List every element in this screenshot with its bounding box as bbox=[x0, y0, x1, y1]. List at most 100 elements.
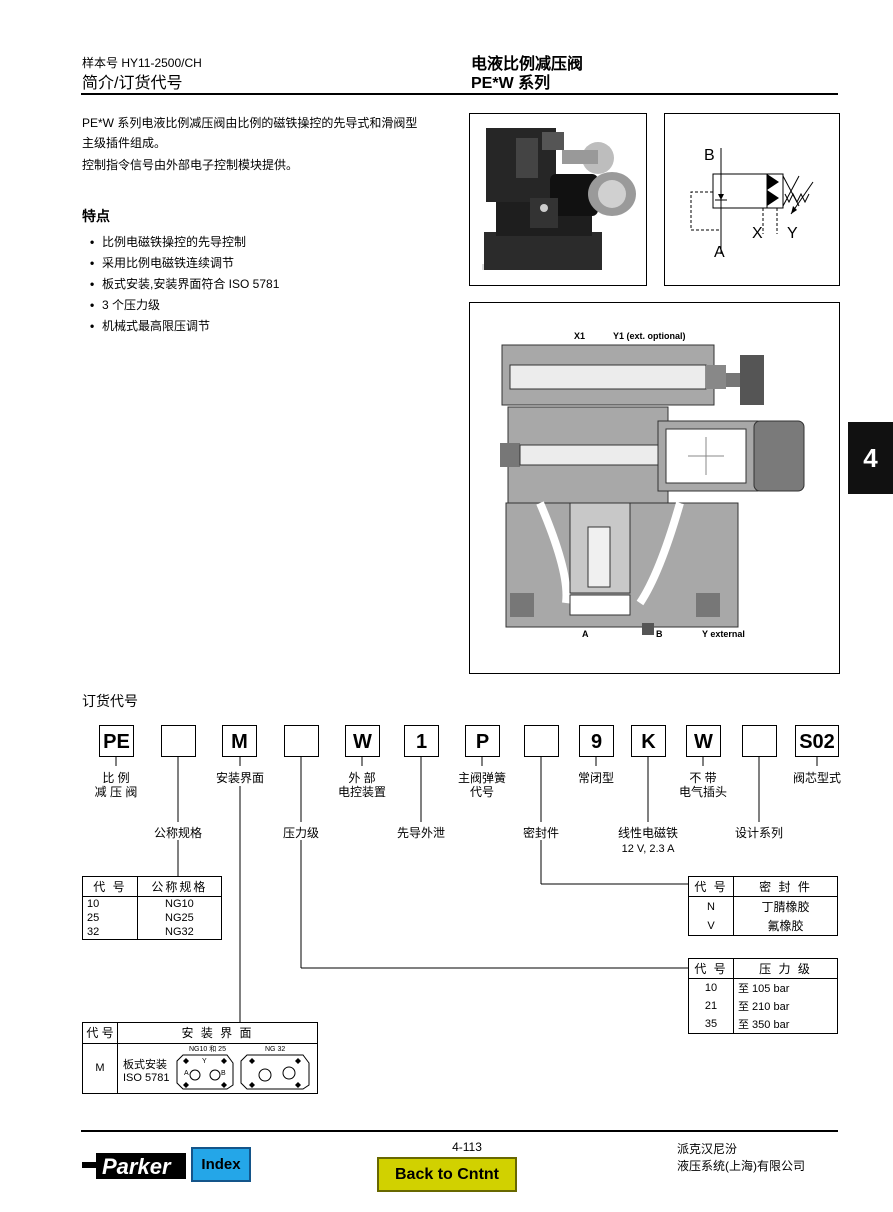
intro-line-2: 主级插件组成。 bbox=[82, 136, 167, 150]
table-pressure-header-code: 代 号 bbox=[688, 958, 734, 979]
label-w2: 不 带 电气插头 bbox=[678, 771, 727, 799]
back-to-contents-button[interactable]: Back to Cntnt bbox=[377, 1157, 517, 1192]
company-line-1: 派克汉尼汾 bbox=[677, 1142, 738, 1156]
label-size: 公称规格 bbox=[153, 826, 202, 840]
mount-desc-line-1: 板式安装 bbox=[123, 1059, 167, 1071]
index-button[interactable]: Index bbox=[191, 1147, 251, 1182]
code-box-w2: W bbox=[686, 725, 721, 757]
mount-port-a: A bbox=[184, 1070, 189, 1077]
code-box-w: W bbox=[345, 725, 380, 757]
product-title: 电液比例减压阀 bbox=[471, 56, 584, 73]
valve-photo-image bbox=[482, 128, 636, 270]
table-cell: 丁腈橡胶 bbox=[733, 896, 838, 916]
label-design: 设计系列 bbox=[734, 826, 783, 840]
section-title: 简介/订货代号 bbox=[82, 75, 183, 92]
table-mount-header-code: 代 号 bbox=[83, 1023, 118, 1044]
table-row: 10 bbox=[688, 978, 734, 997]
code-box-1: 1 bbox=[404, 725, 439, 757]
table-row: 25 bbox=[82, 911, 138, 925]
hydraulic-symbol: B A X Y bbox=[664, 113, 840, 286]
symbol-label-b: B bbox=[704, 147, 715, 164]
feature-item: 3 个压力级 bbox=[90, 295, 450, 316]
header-rule bbox=[81, 93, 838, 95]
label-w: 外 部 电控装置 bbox=[337, 771, 386, 799]
parker-logo-text: Parker bbox=[102, 1154, 172, 1179]
code-box-m: M bbox=[222, 725, 257, 757]
label-pe: 比 例 减 压 阀 bbox=[94, 771, 138, 799]
table-size-header-size: 公称规格 bbox=[136, 876, 223, 897]
hydraulic-symbol-drawing: B A X Y bbox=[690, 147, 814, 261]
valve-photo bbox=[469, 113, 647, 286]
company-line-2: 液压系统(上海)有限公司 bbox=[677, 1159, 805, 1173]
section-label-y1: Y1 (ext. optional) bbox=[613, 331, 686, 341]
table-cell: 氟橡胶 bbox=[733, 916, 838, 936]
series-title: PE*W 系列 bbox=[471, 75, 551, 92]
label-drain: 先导外泄 bbox=[396, 826, 445, 840]
sectional-drawing: X1 Y1 (ext. optional) X Y A B Y external bbox=[469, 302, 840, 674]
feature-item: 比例电磁铁操控的先导控制 bbox=[90, 232, 450, 253]
section-label-a: A bbox=[582, 629, 589, 639]
sample-number: 样本号 HY11-2500/CH bbox=[82, 56, 202, 70]
table-cell: NG32 bbox=[136, 925, 223, 940]
symbol-label-y: Y bbox=[787, 225, 798, 242]
code-box-pressure bbox=[284, 725, 319, 757]
table-row: N bbox=[688, 896, 734, 916]
intro-line-1: PE*W 系列电液比例减压阀由比例的磁铁操控的先导式和滑阀型 bbox=[82, 116, 418, 130]
ordering-title: 订货代号 bbox=[82, 693, 138, 709]
table-mount-desc: 板式安装 ISO 5781 bbox=[123, 1059, 169, 1085]
table-row: 10 bbox=[82, 896, 138, 911]
code-box-s02: S02 bbox=[795, 725, 839, 757]
table-cell: 至 210 bar bbox=[733, 997, 838, 1015]
table-seal-header-code: 代 号 bbox=[688, 876, 734, 897]
symbol-label-x: X bbox=[752, 225, 763, 242]
intro-line-3: 控制指令信号由外部电子控制模块提供。 bbox=[82, 158, 299, 172]
table-cell: NG10 bbox=[136, 896, 223, 911]
table-seal-header-seal: 密 封 件 bbox=[733, 876, 838, 897]
table-cell: 至 105 bar bbox=[733, 978, 838, 997]
section-label-b: B bbox=[656, 629, 663, 639]
mount-port-y: Y bbox=[202, 1058, 207, 1065]
table-cell: 至 350 bar bbox=[733, 1015, 838, 1034]
code-box-p: P bbox=[465, 725, 500, 757]
section-label-x1: X1 bbox=[574, 331, 585, 341]
table-row: 35 bbox=[688, 1015, 734, 1034]
intro-text: PE*W 系列电液比例减压阀由比例的磁铁操控的先导式和滑阀型 主级插件组成。 控… bbox=[82, 111, 462, 177]
sectional-drawing-image: X1 Y1 (ext. optional) X Y A B Y external bbox=[500, 331, 805, 639]
label-9: 常闭型 bbox=[577, 771, 614, 785]
parker-logo-image: Parker bbox=[82, 1153, 186, 1179]
feature-item: 采用比例电磁铁连续调节 bbox=[90, 253, 450, 274]
table-cell: NG25 bbox=[136, 911, 223, 925]
table-mount-code: M bbox=[83, 1044, 118, 1093]
parker-logo[interactable]: Parker bbox=[82, 1150, 186, 1180]
feature-item: 机械式最高限压调节 bbox=[90, 316, 450, 337]
table-pressure-header-pressure: 压 力 级 bbox=[733, 958, 838, 979]
code-box-design bbox=[742, 725, 777, 757]
label-seal: 密封件 bbox=[522, 826, 559, 840]
mount-port-b: B bbox=[221, 1070, 226, 1077]
label-solenoid: 线性电磁铁 bbox=[617, 826, 678, 840]
page-number: 4-113 bbox=[452, 1140, 482, 1154]
code-box-size bbox=[161, 725, 196, 757]
table-size-header-code: 代 号 bbox=[82, 876, 138, 897]
label-s02: 阀芯型式 bbox=[792, 771, 841, 785]
code-box-pe: PE bbox=[99, 725, 134, 757]
company-name: 派克汉尼汾 液压系统(上海)有限公司 bbox=[677, 1141, 805, 1175]
chapter-tab[interactable]: 4 bbox=[848, 422, 893, 494]
table-mount-header-interface: 安 装 界 面 bbox=[118, 1023, 317, 1044]
mount-desc-line-2: ISO 5781 bbox=[123, 1072, 170, 1084]
mount-ng-large: NG 32 bbox=[265, 1046, 285, 1053]
symbol-label-a: A bbox=[714, 244, 725, 261]
section-label-y-external: Y external bbox=[702, 629, 745, 639]
code-box-k: K bbox=[631, 725, 666, 757]
code-box-seal bbox=[524, 725, 559, 757]
mount-interface-drawing: NG10 和 25 NG 32 A B Y 销子 销子 bbox=[176, 1044, 310, 1090]
label-pressure: 压力级 bbox=[282, 826, 319, 840]
footer-rule bbox=[81, 1130, 838, 1132]
table-mount: 代 号 安 装 界 面 M 板式安装 ISO 5781 NG10 和 25 NG… bbox=[82, 1022, 318, 1094]
feature-item: 板式安装,安装界面符合 ISO 5781 bbox=[90, 274, 450, 295]
features-title: 特点 bbox=[82, 208, 110, 224]
mount-ng-small: NG10 和 25 bbox=[189, 1044, 226, 1053]
